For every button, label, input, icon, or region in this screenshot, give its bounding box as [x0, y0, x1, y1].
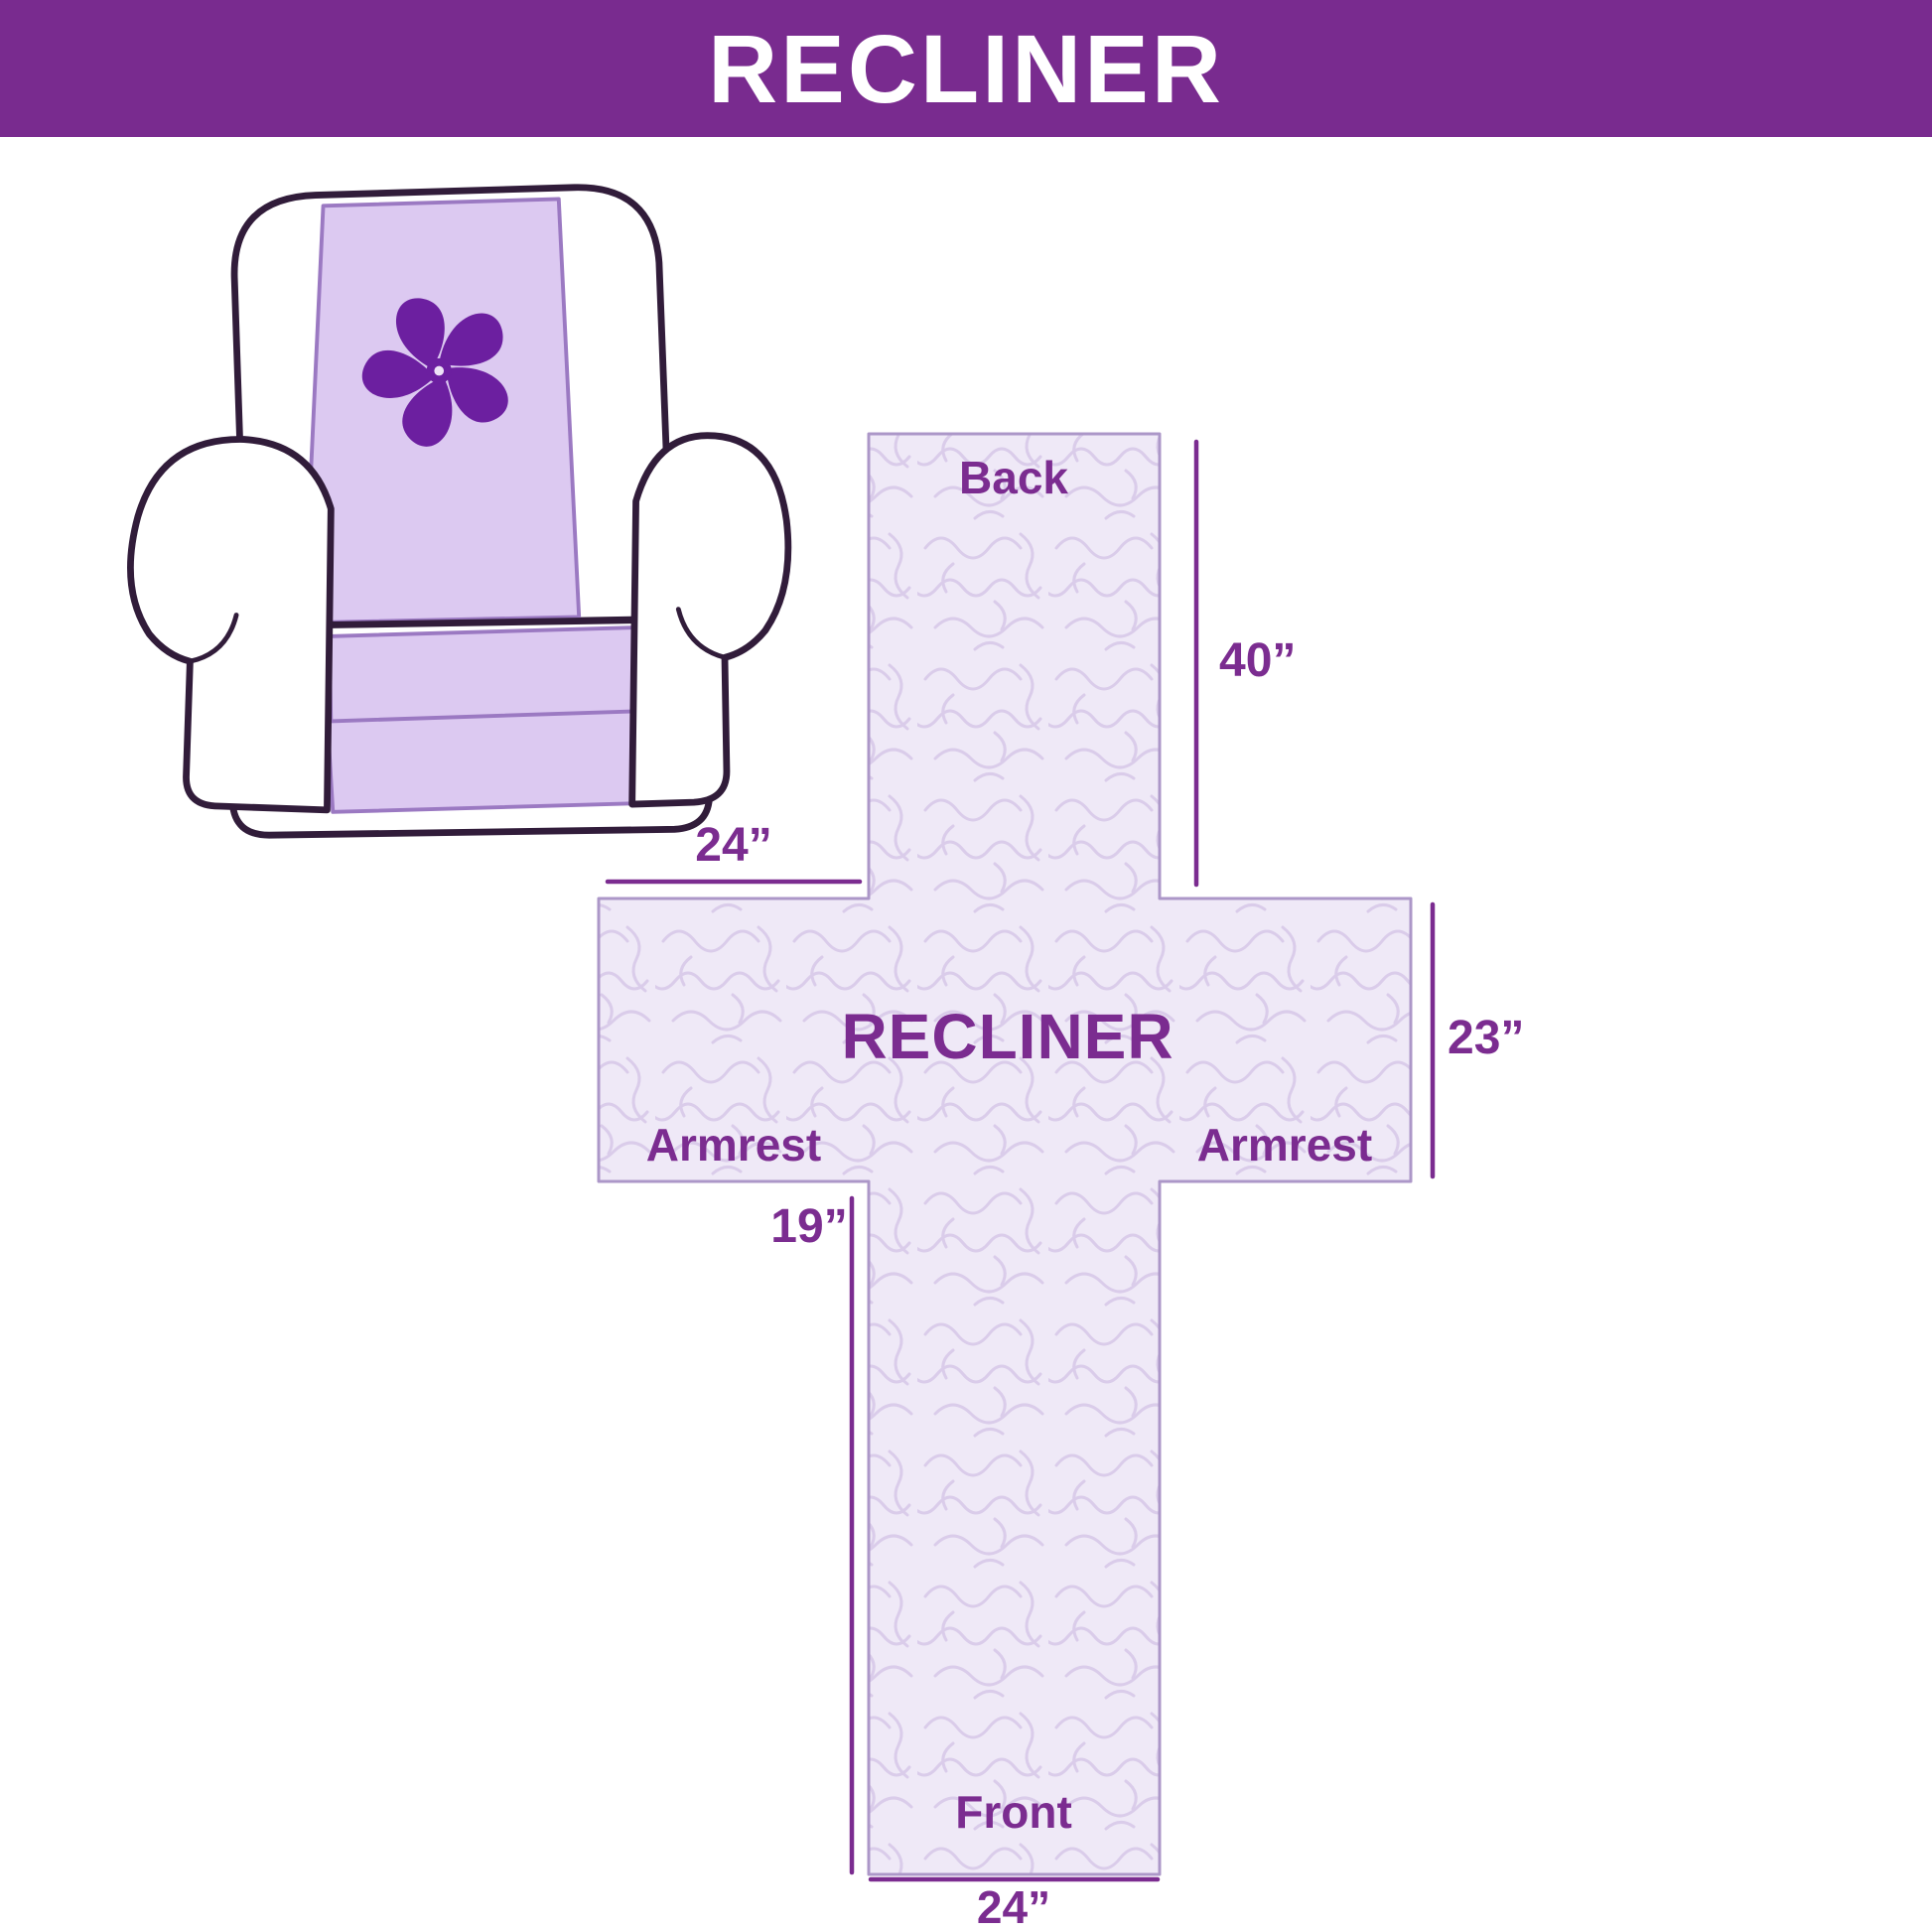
back-label: Back [959, 452, 1068, 503]
title-banner: RECLINER [0, 0, 1932, 137]
front-label: Front [955, 1786, 1072, 1838]
dim-front-width: 24” [976, 1881, 1051, 1932]
cover-cross-shape [597, 432, 1413, 1876]
dim-back-height: 40” [1219, 634, 1297, 687]
chair-illustration [127, 184, 792, 839]
dim-top-width: 24” [695, 819, 772, 872]
dim-armrest-height: 23” [1448, 1012, 1525, 1064]
pinwheel-icon [361, 298, 508, 447]
diagram-center-label: RECLINER [841, 1001, 1174, 1072]
dim-front-height: 19” [770, 1200, 848, 1253]
dimension-lines [605, 439, 1436, 1882]
page-title: RECLINER [708, 14, 1224, 123]
armrest-left-label: Armrest [645, 1119, 822, 1171]
armrest-right-label: Armrest [1196, 1119, 1373, 1171]
